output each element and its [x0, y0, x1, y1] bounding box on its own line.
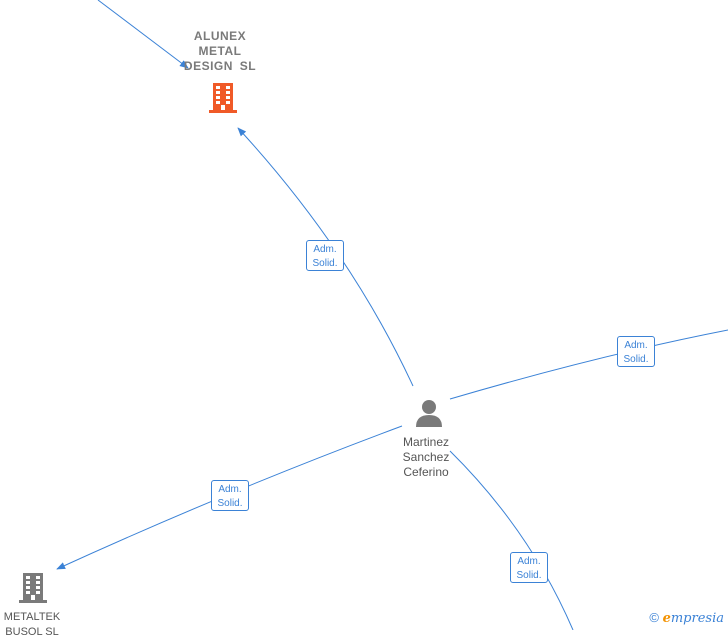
copyright-symbol: © — [649, 610, 659, 625]
company-name-line: METALTEK — [3, 611, 61, 623]
edge-label-line: Solid. — [623, 354, 649, 365]
building-icon[interactable] — [206, 80, 240, 114]
person-name-line: Ceferino — [403, 465, 449, 479]
edge-label-role[interactable]: Adm. Solid. — [211, 480, 249, 511]
edge-offscreen-to-alunex — [97, 0, 189, 69]
person-name-line: Martinez — [402, 435, 449, 449]
edge-person-to-bottom — [449, 450, 574, 630]
edge-label-role[interactable]: Adm. Solid. — [617, 336, 655, 367]
company-name-alunex[interactable]: ALUNEX METAL DESIGN SL — [160, 29, 280, 74]
brand-name: mpresia — [670, 611, 724, 626]
person-icon[interactable] — [414, 398, 444, 428]
edge-label-line: Adm. — [624, 340, 648, 351]
company-name-line: BUSOL SL — [5, 626, 59, 638]
company-name-line: DESIGN SL — [183, 59, 257, 73]
edge-label-line: Adm. — [218, 484, 242, 495]
edge-label-line: Solid. — [312, 258, 338, 269]
company-name-line: ALUNEX — [193, 29, 247, 43]
edge-label-line: Solid. — [217, 498, 243, 509]
person-name-line: Sanchez — [402, 450, 450, 464]
edge-label-line: Adm. — [313, 244, 337, 255]
company-name-metaltek[interactable]: METALTEK BUSOL SL — [0, 610, 64, 640]
brand-initial: e — [662, 611, 671, 626]
edge-label-role[interactable]: Adm. Solid. — [306, 240, 344, 271]
edge-label-line: Adm. — [517, 556, 541, 567]
building-icon[interactable] — [16, 570, 50, 604]
brand-logo: empresia — [663, 611, 724, 626]
edge-label-line: Solid. — [516, 570, 542, 581]
edge-person-to-right — [449, 329, 728, 400]
person-name[interactable]: Martinez Sanchez Ceferino — [386, 435, 466, 480]
edge-label-role[interactable]: Adm. Solid. — [510, 552, 548, 583]
empresia-watermark: © empresia — [649, 610, 724, 626]
company-name-line: METAL — [198, 44, 242, 58]
